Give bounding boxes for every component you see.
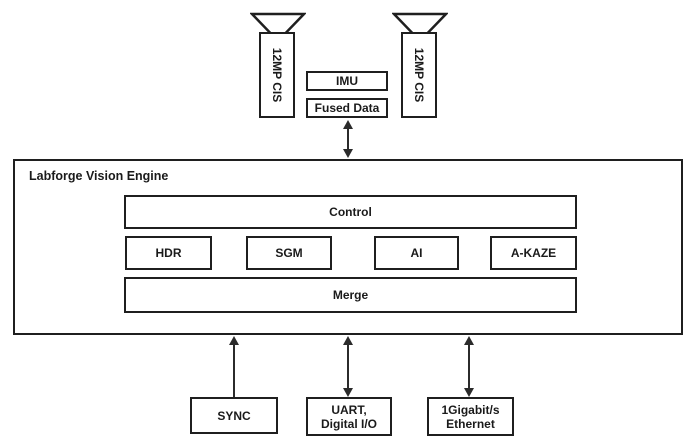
akaze-label: A-KAZE: [510, 246, 557, 260]
module-box-hdr: HDR: [125, 236, 212, 270]
connector-line: [347, 345, 349, 388]
sync-label: SYNC: [217, 408, 251, 423]
vision-engine-title: Labforge Vision Engine: [29, 169, 169, 183]
camera-lens-icon: [250, 12, 306, 43]
ai-label: AI: [410, 246, 423, 260]
sync-box: SYNC: [190, 397, 278, 434]
imu-box: IMU: [306, 71, 388, 91]
arrowhead-down-icon: [343, 149, 353, 158]
module-box-ai: AI: [374, 236, 459, 270]
merge-label: Merge: [332, 288, 369, 302]
fused-data-box: Fused Data: [306, 98, 388, 118]
ethernet-box: 1Gigabit/s Ethernet: [427, 397, 514, 436]
camera-sensor-left: 12MP CIS: [259, 32, 295, 118]
arrowhead-up-icon: [343, 120, 353, 129]
connector-line: [468, 345, 470, 388]
module-box-sgm: SGM: [246, 236, 332, 270]
camera-sensor-left-label: 12MP CIS: [270, 47, 284, 103]
connector-line: [347, 129, 349, 149]
connector-line: [233, 345, 235, 397]
module-box-akaze: A-KAZE: [490, 236, 577, 270]
connector-fused-data-engine: [342, 120, 354, 158]
uart-label-line2: Digital I/O: [320, 416, 377, 431]
camera-sensor-right-label: 12MP CIS: [412, 47, 426, 103]
vision-engine-container: Labforge Vision Engine Control HDR SGM A…: [13, 159, 683, 335]
ethernet-label-line2: Ethernet: [446, 416, 495, 431]
arrowhead-up-icon: [229, 336, 239, 345]
control-box: Control: [124, 195, 577, 229]
fused-data-label: Fused Data: [314, 101, 380, 115]
ethernet-label-line1: 1Gigabit/s: [441, 402, 500, 417]
hdr-label: HDR: [155, 246, 182, 260]
imu-label: IMU: [336, 74, 358, 88]
arrowhead-down-icon: [343, 388, 353, 397]
uart-label-line1: UART,: [331, 402, 367, 417]
uart-digital-io-box: UART, Digital I/O: [306, 397, 392, 436]
control-label: Control: [329, 205, 372, 219]
sgm-label: SGM: [275, 246, 303, 260]
arrowhead-up-icon: [343, 336, 353, 345]
camera-lens-icon: [392, 12, 448, 43]
arrowhead-up-icon: [464, 336, 474, 345]
camera-sensor-right: 12MP CIS: [401, 32, 437, 118]
arrowhead-down-icon: [464, 388, 474, 397]
connector-engine-ethernet: [463, 336, 475, 397]
connector-engine-sync: [228, 336, 240, 397]
merge-box: Merge: [124, 277, 577, 313]
connector-engine-uart: [342, 336, 354, 397]
